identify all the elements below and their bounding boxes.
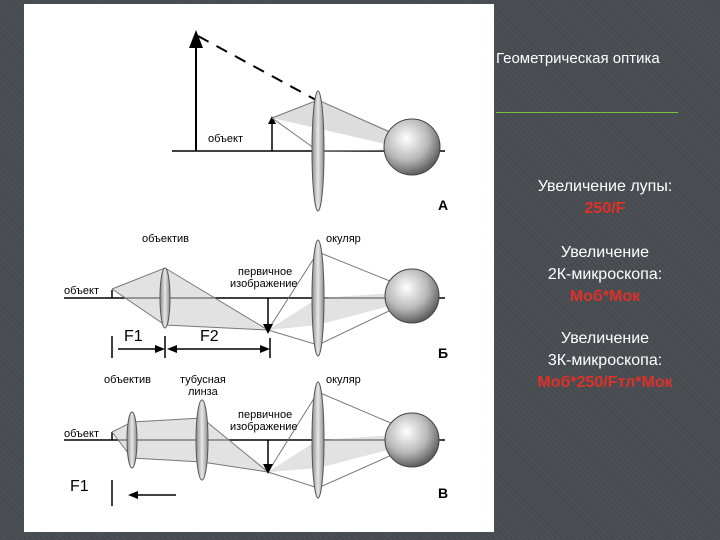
virtual-image-arrowhead	[189, 30, 203, 48]
f2-arrowhead	[260, 345, 270, 353]
formula-loupe: Увеличение лупы: 250/F	[500, 176, 710, 220]
eye	[384, 412, 440, 468]
slide-title: Геометрическая оптика	[496, 50, 660, 67]
panel-letter-b: Б	[438, 345, 448, 361]
panel-c: объектив тубусная линза окуляр объект пе…	[64, 374, 448, 506]
formula-label: 3К-микроскопа:	[547, 352, 663, 369]
light-cone	[268, 292, 412, 330]
f1-label: F1	[124, 328, 143, 345]
eyepiece-lens	[311, 381, 325, 499]
light-cone	[112, 268, 268, 330]
formula-label: Увеличение	[560, 244, 650, 261]
eyepiece-label: окуляр	[326, 374, 361, 386]
formula-value: Моб*250/Fтл*Мок	[537, 374, 673, 391]
formula-label: Увеличение	[560, 330, 650, 347]
eyepiece-label: окуляр	[326, 233, 361, 245]
light-beam	[272, 100, 412, 150]
eye	[384, 268, 440, 324]
primary-image-label: изображение	[230, 421, 298, 433]
light-beam	[268, 434, 412, 472]
primary-image-label: первичное	[238, 266, 292, 278]
f1-label: F1	[70, 478, 89, 495]
ray	[111, 417, 269, 473]
object-label: объект	[64, 428, 99, 440]
ray	[111, 431, 269, 473]
primary-image-label: первичное	[238, 409, 292, 421]
object-arrowhead	[268, 116, 276, 124]
f1-arrowhead	[155, 345, 165, 353]
objective-label: объектив	[104, 374, 151, 386]
extension-ray	[197, 35, 317, 101]
primary-image-label: изображение	[230, 278, 298, 290]
tube-lens	[195, 399, 209, 481]
primary-image-arrowhead	[263, 464, 273, 474]
f1-arrowhead	[128, 491, 138, 499]
formula-value: Моб*Мок	[569, 288, 641, 305]
formula-label: Увеличение лупы:	[537, 178, 673, 195]
formula-value: 250/F	[584, 200, 626, 217]
panel-letter-a: А	[438, 197, 448, 213]
panel-letter-c: В	[438, 485, 448, 501]
objective-lens	[159, 267, 171, 329]
tube-lens-label: тубусная	[180, 374, 226, 386]
objective-lens	[126, 411, 138, 469]
formula-3k-microscope: Увеличение 3К-микроскопа: Моб*250/Fтл*Мо…	[500, 328, 710, 394]
f2-label: F2	[200, 328, 219, 345]
panel-b: объектив окуляр объект первичное изображ…	[64, 233, 448, 361]
magnifier-lens	[311, 90, 325, 212]
eyepiece-lens	[311, 239, 325, 357]
object-label: объект	[208, 133, 243, 145]
eye	[383, 118, 441, 176]
f2-arrowhead	[167, 345, 177, 353]
object-label: объект	[64, 285, 99, 297]
objective-label: объектив	[142, 233, 189, 245]
panel-a: объект А	[172, 30, 448, 213]
formula-2k-microscope: Увеличение 2К-микроскопа: Моб*Мок	[500, 242, 710, 308]
title-rule	[496, 112, 678, 113]
light-beam	[112, 418, 268, 472]
formula-label: 2К-микроскопа:	[547, 266, 663, 283]
primary-image-arrowhead	[263, 324, 273, 334]
tube-lens-label: линза	[188, 386, 219, 398]
